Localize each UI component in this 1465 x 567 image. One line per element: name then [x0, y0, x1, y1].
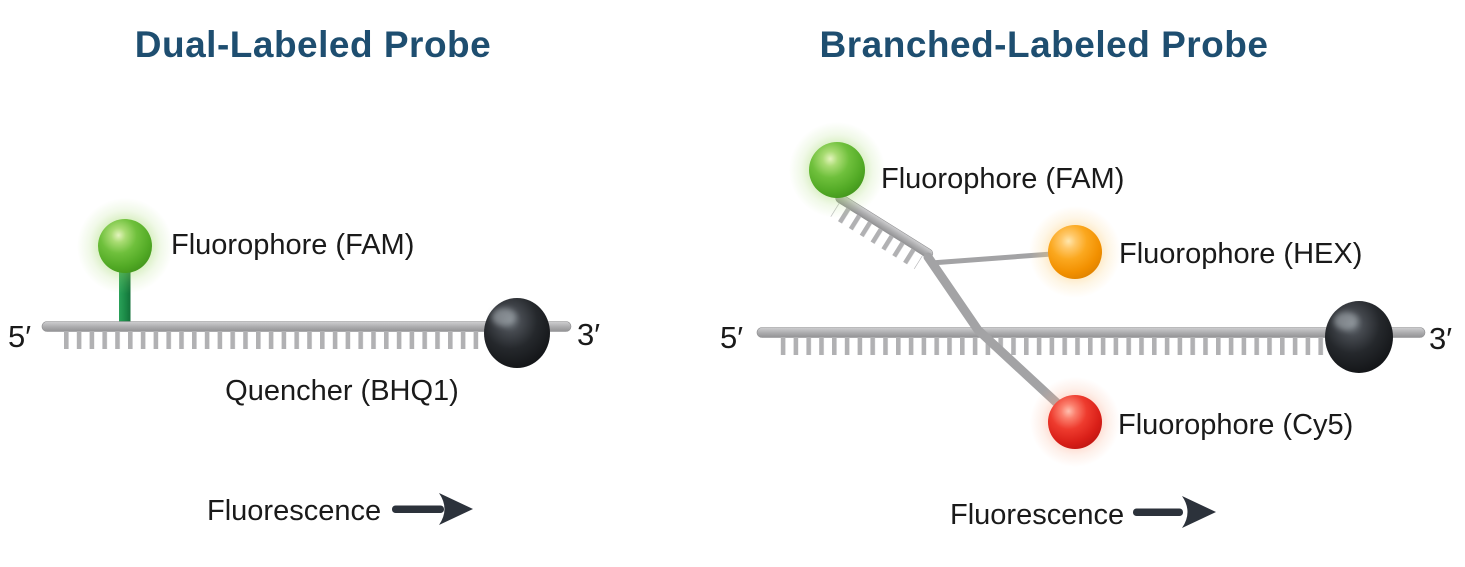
five-prime-label: 5′: [8, 319, 31, 354]
dna-base-ticks: [58, 331, 482, 349]
three-prime-label: 3′: [1429, 321, 1452, 356]
left-title: Dual-Labeled Probe: [135, 24, 491, 65]
five-prime-label: 5′: [720, 320, 743, 355]
cy5-sphere-icon: [1048, 395, 1102, 449]
quencher-highlight: [492, 308, 516, 326]
quencher-sphere-icon: [484, 298, 550, 368]
fam-sphere-icon: [98, 219, 152, 273]
fam-sphere-icon: [809, 142, 865, 198]
three-prime-label: 3′: [577, 317, 600, 352]
hex-sphere-icon: [1048, 225, 1102, 279]
fluorescence-arrow-icon: [1133, 496, 1216, 528]
branch-base-ticks: [830, 202, 923, 269]
quencher-highlight: [1334, 312, 1358, 330]
dna-base-ticks: [777, 337, 1340, 355]
dual-labeled-probe-panel: Dual-Labeled Probe 5′ 3′ Fluorophore (FA…: [8, 24, 600, 527]
fluorescence-label: Fluorescence: [950, 499, 1124, 531]
dna-strand: [756, 327, 1426, 338]
fam-label: Fluorophore (FAM): [171, 229, 414, 261]
quencher-sphere-icon: [1325, 301, 1393, 373]
right-title: Branched-Labeled Probe: [820, 24, 1269, 65]
cy5-connector: [923, 252, 1076, 421]
fluorescence-arrow-icon: [392, 493, 473, 525]
branched-labeled-probe-panel: Branched-Labeled Probe 5′ 3′ Fluorophore…: [720, 24, 1452, 531]
hex-label: Fluorophore (HEX): [1119, 238, 1362, 270]
fluorescence-label: Fluorescence: [207, 495, 381, 527]
cy5-label: Fluorophore (Cy5): [1118, 409, 1353, 441]
fam-label: Fluorophore (FAM): [881, 163, 1124, 195]
quencher-label: Quencher (BHQ1): [225, 375, 459, 407]
